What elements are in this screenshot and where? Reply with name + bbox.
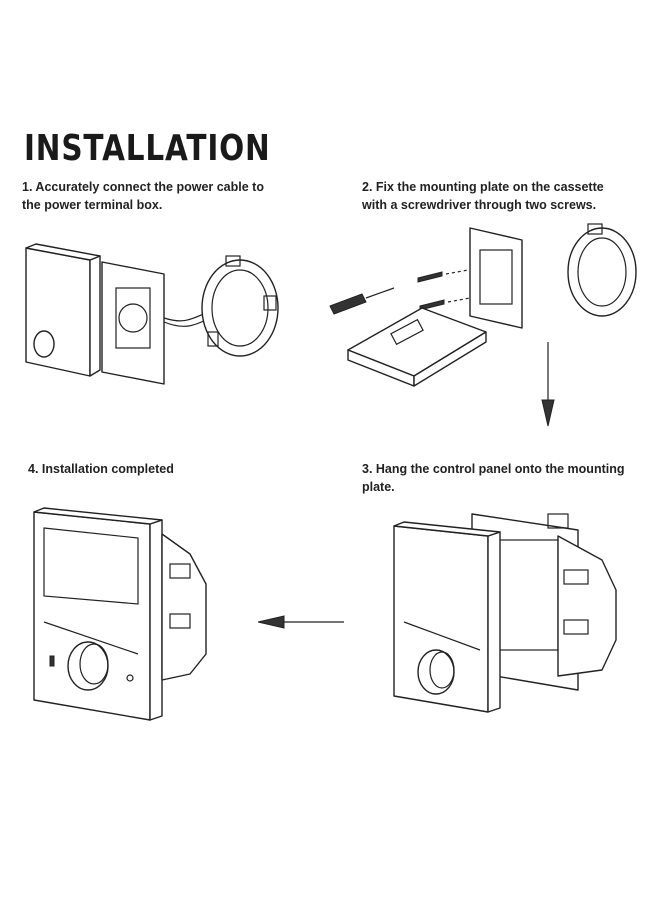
junction-box bbox=[201, 255, 279, 357]
down-arrow-icon bbox=[541, 342, 555, 427]
step-1-text: 1. Accurately connect the power cable to… bbox=[22, 180, 264, 212]
screwdriver-icon bbox=[329, 287, 395, 315]
step-2-text: 2. Fix the mounting plate on the cassett… bbox=[362, 180, 604, 212]
figure-step-2 bbox=[322, 210, 652, 430]
left-arrow-icon bbox=[258, 612, 348, 632]
figure-step-3 bbox=[388, 500, 638, 720]
installed-panel bbox=[33, 507, 163, 721]
figure-step-1 bbox=[18, 236, 298, 396]
junction-box bbox=[567, 223, 637, 317]
mounting-plate bbox=[469, 227, 523, 329]
control-panel-back bbox=[25, 243, 101, 377]
step-4-text: 4. Installation completed bbox=[28, 462, 174, 476]
mounting-plate bbox=[101, 261, 165, 385]
figure-step-4 bbox=[30, 504, 220, 724]
panel-flat bbox=[347, 307, 487, 387]
page-title: INSTALLATION bbox=[24, 128, 271, 169]
step-3-text: 3. Hang the control panel onto the mount… bbox=[362, 462, 625, 494]
mounting-bracket-side bbox=[161, 533, 207, 681]
control-panel bbox=[393, 521, 501, 713]
